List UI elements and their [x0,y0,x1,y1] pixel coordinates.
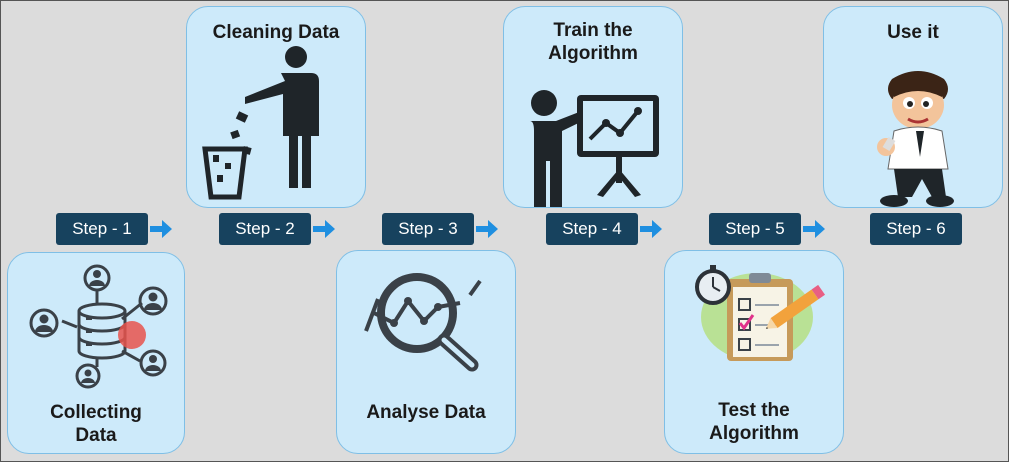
card-use-it: Use it [823,6,1003,208]
step-label: Step - 2 [219,213,311,245]
checklist-stopwatch-icon [695,265,826,361]
step-label: Step - 4 [546,213,638,245]
card-title: Analyse Data [366,402,486,423]
arrow-right-icon [150,220,172,238]
cartoon-man-icon [877,71,954,207]
presenter-chart-icon [530,90,659,207]
step-label: Step - 1 [56,213,148,245]
arrow-right-icon [803,220,825,238]
card-title: Use it [887,22,939,43]
trash-person-icon [202,46,319,200]
card-title: Test the Algorithm [709,400,799,444]
arrow-right-icon [476,220,498,238]
step-label: Step - 5 [709,213,801,245]
step-label: Step - 3 [382,213,474,245]
magnifier-chart-icon [364,273,482,372]
card-train-algorithm: Train the Algorithm [503,6,683,208]
card-title: Train the Algorithm [548,20,638,64]
card-cleaning-data: Cleaning Data [186,6,366,208]
arrow-right-icon [640,220,662,238]
database-network-icon [29,264,168,389]
card-title: Cleaning Data [212,22,340,43]
arrow-right-icon [313,220,335,238]
card-analyse-data: Analyse Data [336,250,516,454]
step-label: Step - 6 [870,213,962,245]
card-collecting-data: Collecting Data [7,252,185,454]
card-title: Collecting Data [50,402,142,446]
card-test-algorithm: Test the Algorithm [664,250,844,454]
